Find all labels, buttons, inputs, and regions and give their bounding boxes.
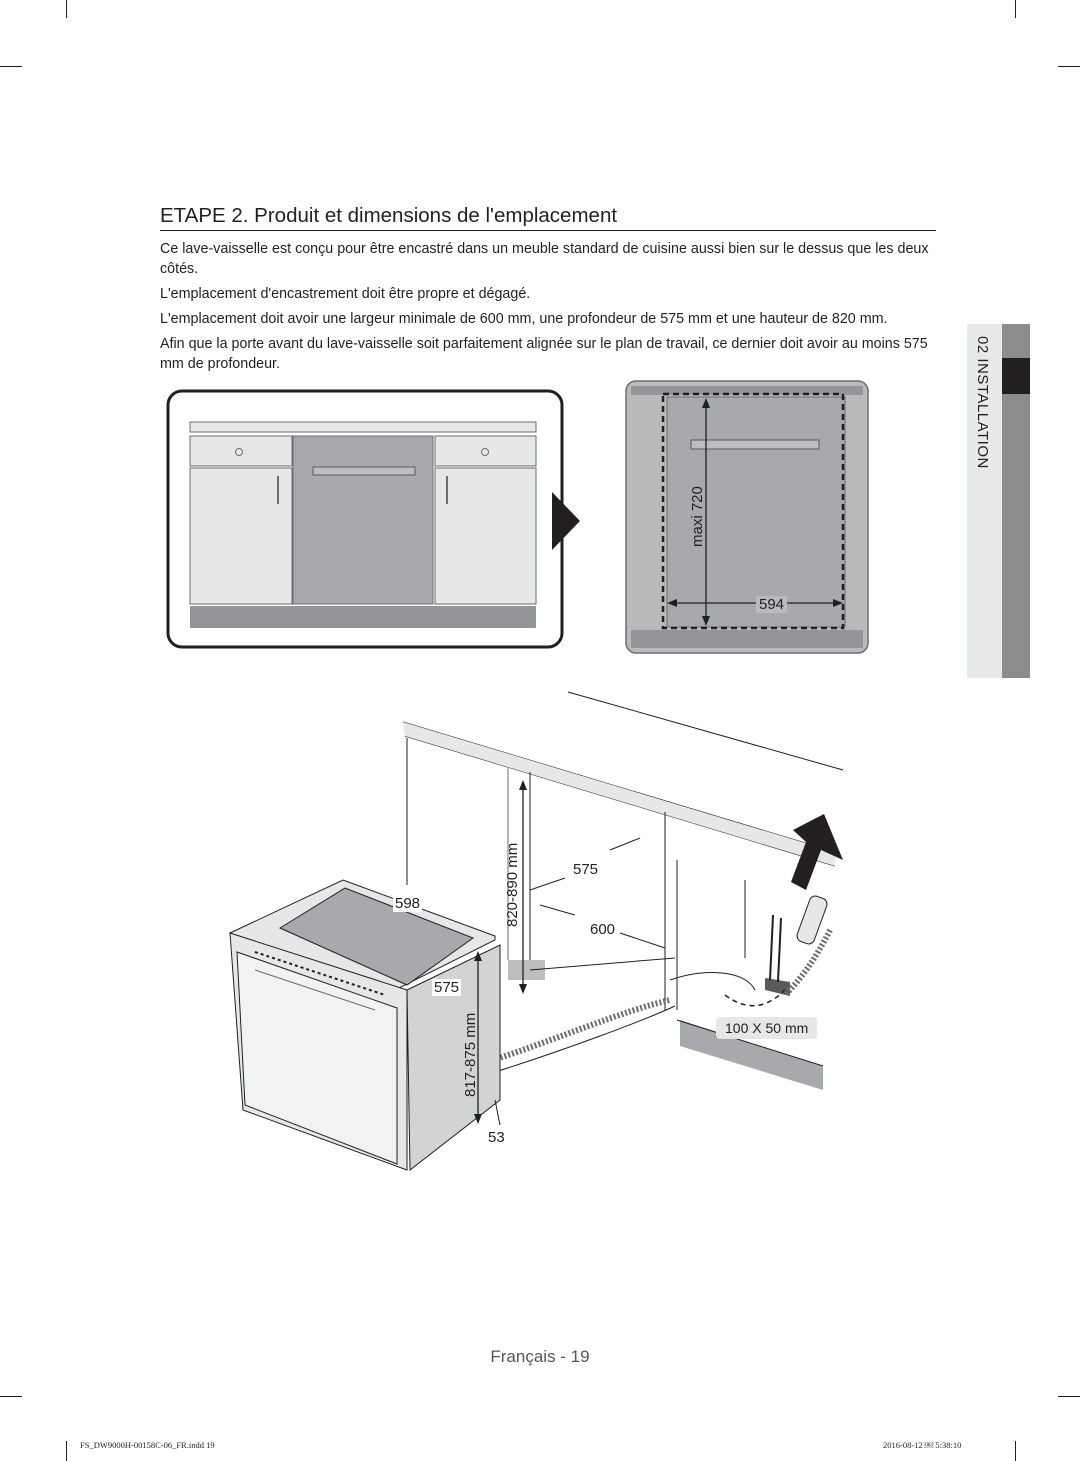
label-height-range: 820-890 mm xyxy=(504,843,521,927)
svg-text:817-875 mm: 817-875 mm xyxy=(462,1013,479,1097)
next-arrow-icon xyxy=(552,492,580,550)
crop-mark xyxy=(66,0,67,18)
crop-mark xyxy=(1058,66,1080,67)
crop-mark xyxy=(1015,0,1016,18)
page-title: ETAPE 2. Produit et dimensions de l'empl… xyxy=(160,204,618,227)
paragraph-dimensions: L'emplacement doit avoir une largeur min… xyxy=(160,311,888,327)
label-foot: 53 xyxy=(488,1129,505,1146)
crop-mark xyxy=(66,1441,67,1461)
paragraph-alignment: Afin que la porte avant du lave-vaissell… xyxy=(160,336,928,372)
print-timestamp: 2016-08-12 ￼ 5:38:10 xyxy=(883,1440,962,1450)
dimension-label-width: 594 xyxy=(756,596,788,613)
paragraph-intro: Ce lave-vaisselle est conçu pour être en… xyxy=(160,241,929,277)
title-rule xyxy=(160,230,936,231)
page-number: Français - 19 xyxy=(490,1347,590,1366)
svg-text:maxi 720: maxi 720 xyxy=(689,486,706,547)
label-machine-height: 817-875 mm xyxy=(462,1013,479,1097)
label-cabinet-width: 600 xyxy=(590,921,616,938)
crop-mark xyxy=(1015,1441,1016,1461)
svg-text:820-890 mm: 820-890 mm xyxy=(504,843,521,927)
label-machine-width: 598 xyxy=(393,895,423,912)
label-cabinet-depth: 575 xyxy=(573,861,599,878)
crop-mark xyxy=(0,1396,22,1397)
paragraph-clean: L'emplacement d'encastrement doit être p… xyxy=(160,286,531,302)
crop-mark xyxy=(1058,1396,1080,1397)
print-filename: FS_DW9000H-00158C-06_FR.indd 19 xyxy=(80,1440,215,1450)
cabinet-front-figure xyxy=(166,389,564,649)
section-tab-label: 02 INSTALLATION xyxy=(974,336,991,469)
front-dimensions-figure xyxy=(625,380,869,654)
installation-figure xyxy=(228,691,844,1172)
section-tab xyxy=(967,324,1030,678)
label-hole: 100 X 50 mm xyxy=(716,1017,818,1039)
label-machine-depth: 575 xyxy=(432,979,462,996)
crop-mark xyxy=(0,66,22,67)
dimension-label-height: maxi 720 xyxy=(689,486,706,547)
